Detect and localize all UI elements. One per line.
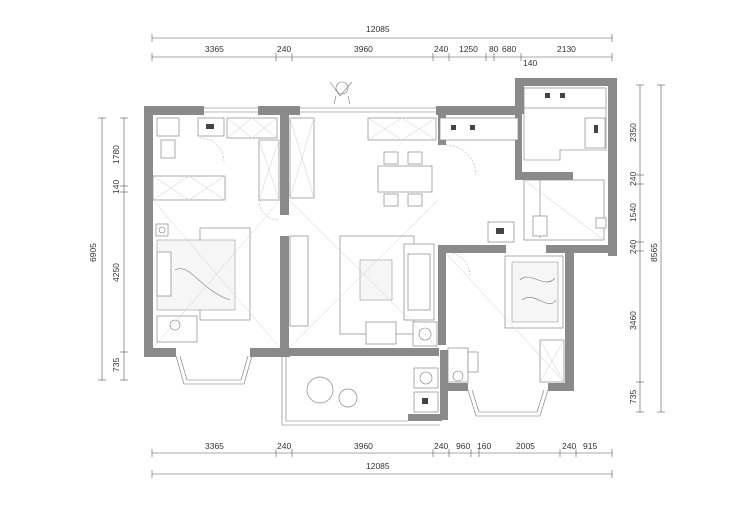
door-swings	[199, 137, 477, 221]
top-seg-2: 240	[277, 44, 291, 54]
bottom-seg-4: 240	[434, 441, 448, 451]
bottom-seg-1: 3365	[205, 441, 224, 451]
right-total-label: 8565	[649, 243, 659, 262]
left-seg-2: 140	[111, 180, 121, 194]
top-seg-3: 3960	[354, 44, 373, 54]
left-total-label: 6905	[88, 243, 98, 262]
top-seg-8: 2130	[557, 44, 576, 54]
top-seg-1: 3365	[205, 44, 224, 54]
top-seg-5: 1250	[459, 44, 478, 54]
left-bedroom	[152, 117, 281, 349]
bottom-total-label: 12085	[366, 461, 390, 471]
bottom-seg-2: 240	[277, 441, 291, 451]
left-dimension-chain: 6905 1780 140 4250 735	[88, 117, 128, 381]
top-seg-7: 680	[502, 44, 516, 54]
top-seg-6: 80	[489, 44, 499, 54]
bottom-seg-3: 3960	[354, 441, 373, 451]
right-seg-6: 735	[628, 390, 638, 404]
top-seg-4: 240	[434, 44, 448, 54]
left-seg-3: 4250	[111, 263, 121, 282]
top-total-label: 12085	[366, 24, 390, 34]
right-seg-1: 2350	[628, 123, 638, 142]
kitchen	[439, 87, 607, 161]
bottom-seg-9: 915	[583, 441, 597, 451]
bottom-dimension-chain: 3365 240 3960 240 960 160 2005 240 915 1…	[151, 441, 613, 478]
windows	[175, 107, 549, 426]
top-dimension-chain: 12085 3365 240 3960 240 1250 80 680 2130…	[151, 24, 613, 68]
bottom-seg-7: 2005	[516, 441, 535, 451]
right-seg-3: 1540	[628, 203, 638, 222]
right-seg-2: 240	[628, 172, 638, 186]
right-dimension-chain: 2350 240 1540 240 3460 735 8565	[628, 84, 665, 413]
left-seg-4: 735	[111, 358, 121, 372]
person-icon	[329, 81, 353, 105]
bathroom	[487, 179, 607, 243]
bottom-seg-6: 160	[477, 441, 491, 451]
top-sub-label: 140	[523, 58, 537, 68]
bottom-seg-5: 960	[456, 441, 470, 451]
right-seg-4: 240	[628, 240, 638, 254]
right-seg-5: 3460	[628, 311, 638, 330]
right-bedroom	[445, 251, 566, 384]
bottom-seg-8: 240	[562, 441, 576, 451]
living-room	[288, 81, 439, 349]
balcony	[306, 367, 439, 413]
left-seg-1: 1780	[111, 145, 121, 164]
walls	[144, 78, 617, 421]
